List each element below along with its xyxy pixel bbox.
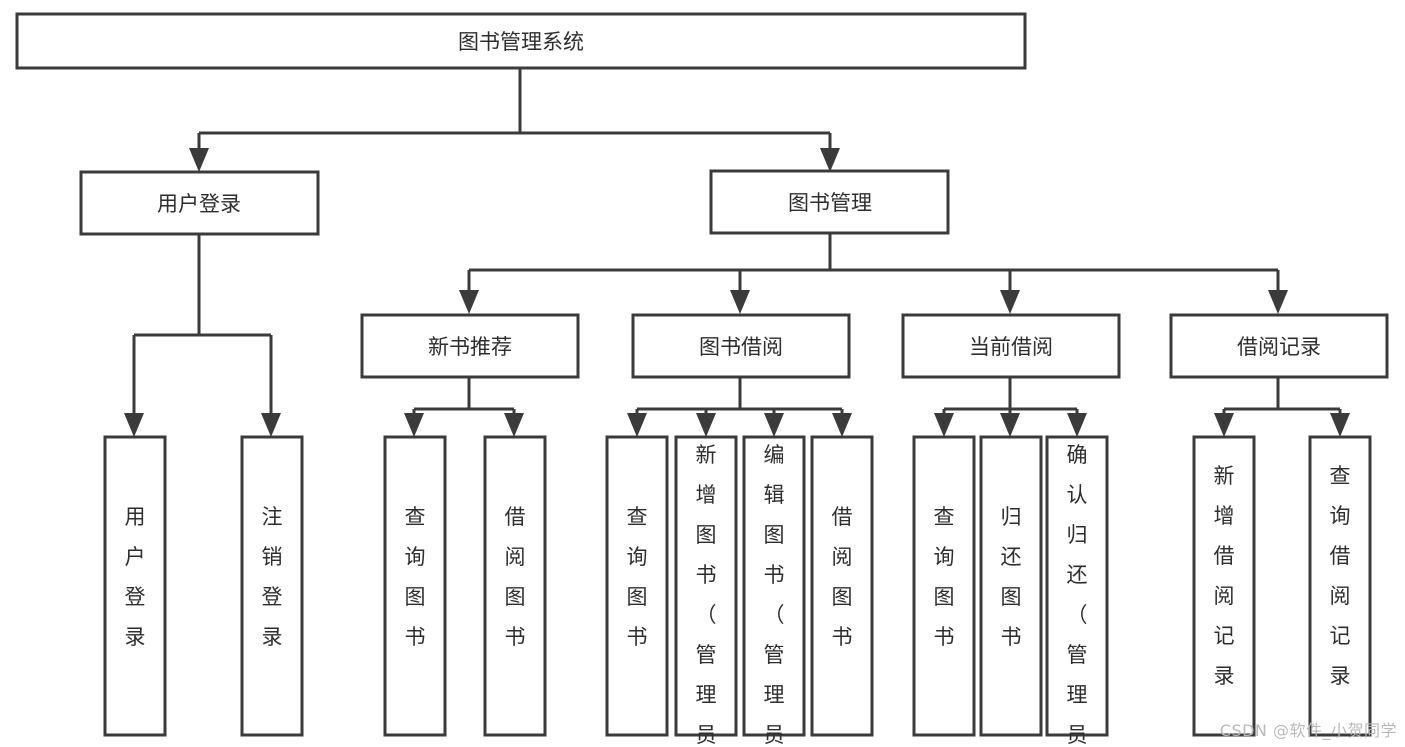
node-leaf-query-book-2[interactable]: 查询图书: [605, 435, 669, 737]
node-root-system[interactable]: 图书管理系统: [15, 12, 1027, 70]
node-leaf-logout-login-label: 注销登录: [262, 505, 283, 649]
node-new-book-recommend[interactable]: 新书推荐: [360, 313, 580, 379]
node-book-management-label: 图书管理: [788, 191, 872, 215]
node-leaf-query-book-3-label: 查询图书: [934, 505, 955, 649]
node-book-borrow-label: 图书借阅: [699, 335, 783, 359]
node-leaf-user-login[interactable]: 用户登录: [103, 435, 167, 737]
node-leaf-return-book[interactable]: 归还图书: [979, 435, 1043, 737]
connector-user-login-to-leaves: [124, 234, 281, 437]
node-borrow-record[interactable]: 借阅记录: [1169, 313, 1389, 379]
node-current-borrow-label: 当前借阅: [969, 335, 1053, 359]
node-leaf-query-book-1-label: 查询图书: [405, 505, 426, 649]
connector-root-to-level2: [189, 68, 840, 172]
arrow-to-leaf-borrow-book-1: [504, 413, 524, 437]
arrow-to-current-borrow: [1000, 290, 1020, 314]
node-leaf-edit-book[interactable]: 编辑图书（管理员）: [742, 435, 806, 747]
node-leaf-confirm-return[interactable]: 确认归还（管理员）: [1045, 435, 1109, 747]
arrow-to-leaf-query-book-2: [627, 413, 647, 437]
node-leaf-borrow-book-1-label: 借阅图书: [505, 505, 526, 649]
node-leaf-borrow-book-2-label: 借阅图书: [832, 505, 853, 649]
node-leaf-logout-login[interactable]: 注销登录: [240, 435, 304, 737]
arrow-to-leaf-user-login: [124, 413, 144, 437]
connector-current-borrow-to-leaves: [934, 377, 1087, 437]
connector-borrow-record-to-leaves: [1214, 377, 1350, 437]
arrow-to-book-management: [820, 148, 840, 172]
arrow-to-leaf-query-record: [1330, 413, 1350, 437]
node-leaf-user-login-label: 用户登录: [125, 505, 146, 649]
node-user-login-label: 用户登录: [157, 192, 241, 216]
arrow-to-book-borrow: [730, 290, 750, 314]
connector-book-management-to-level3: [459, 233, 1288, 314]
node-root-label: 图书管理系统: [458, 30, 584, 54]
node-leaf-add-book-label: 新增图书（管理员）: [696, 443, 717, 747]
arrow-to-user-login: [189, 148, 209, 172]
node-leaf-query-record[interactable]: 查询借阅记录: [1308, 435, 1372, 737]
csdn-watermark: CSDN @软件_小贺同学: [1219, 721, 1397, 740]
arrow-to-leaf-return-book: [1000, 413, 1020, 437]
node-current-borrow[interactable]: 当前借阅: [901, 313, 1121, 379]
node-leaf-query-book-1[interactable]: 查询图书: [383, 435, 447, 737]
arrow-to-leaf-borrow-book-2: [832, 413, 852, 437]
node-leaf-query-record-label: 查询借阅记录: [1330, 464, 1351, 688]
node-book-management[interactable]: 图书管理: [709, 169, 950, 235]
node-leaf-return-book-label: 归还图书: [1001, 505, 1022, 649]
node-book-borrow[interactable]: 图书借阅: [631, 313, 851, 379]
arrow-to-leaf-edit-book: [764, 413, 784, 437]
arrow-to-leaf-query-book-3: [934, 413, 954, 437]
node-leaf-borrow-book-2[interactable]: 借阅图书: [810, 435, 874, 737]
node-leaf-add-record-label: 新增借阅记录: [1214, 464, 1235, 688]
node-leaf-edit-book-label: 编辑图书（管理员）: [764, 443, 785, 747]
arrow-to-new-book-recommend: [459, 290, 479, 314]
node-leaf-query-book-2-label: 查询图书: [627, 505, 648, 649]
node-borrow-record-label: 借阅记录: [1237, 335, 1321, 359]
node-leaf-add-record[interactable]: 新增借阅记录: [1192, 435, 1256, 737]
arrow-to-leaf-logout-login: [261, 413, 281, 437]
node-leaf-query-book-3[interactable]: 查询图书: [912, 435, 976, 737]
arrow-to-leaf-add-book: [696, 413, 716, 437]
node-new-book-recommend-label: 新书推荐: [428, 335, 512, 359]
arrow-to-leaf-query-book-1: [404, 413, 424, 437]
arrow-to-leaf-confirm-return: [1067, 413, 1087, 437]
connector-new-book-recommend-to-leaves: [404, 377, 524, 437]
connector-book-borrow-to-leaves: [627, 377, 852, 437]
node-leaf-add-book[interactable]: 新增图书（管理员）: [674, 435, 738, 747]
arrow-to-leaf-add-record: [1214, 413, 1234, 437]
node-user-login[interactable]: 用户登录: [79, 170, 320, 236]
arrow-to-borrow-record: [1268, 290, 1288, 314]
node-leaf-confirm-return-label: 确认归还（管理员）: [1067, 443, 1088, 747]
node-leaf-borrow-book-1[interactable]: 借阅图书: [483, 435, 547, 737]
